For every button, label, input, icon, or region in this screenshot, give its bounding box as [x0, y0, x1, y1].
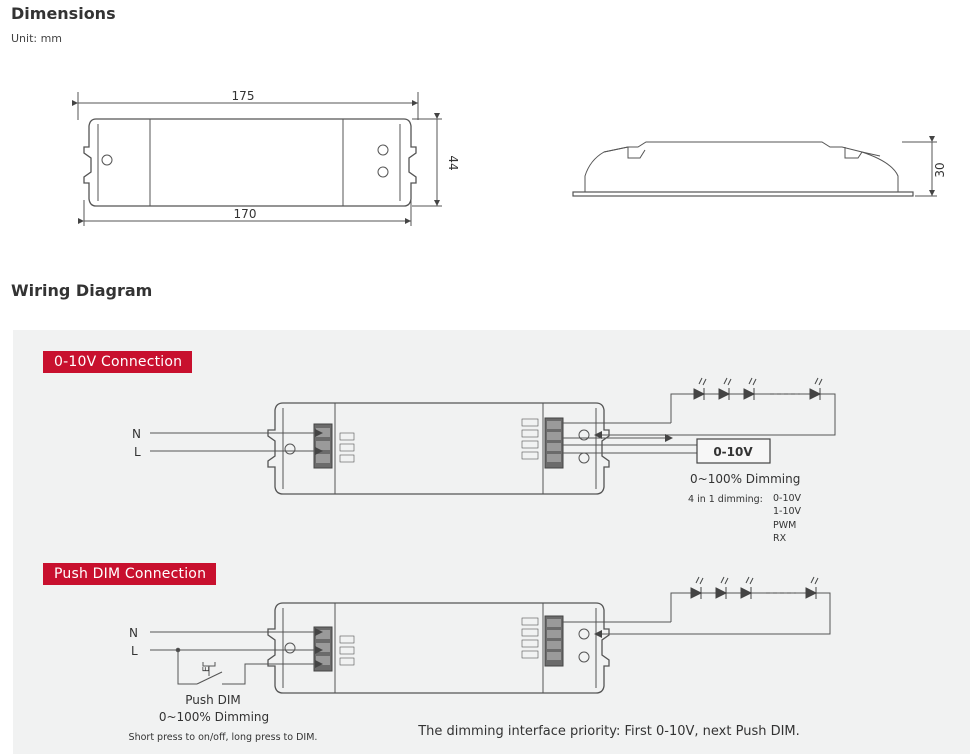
- side-view-drawing: [572, 136, 937, 197]
- priority-note: The dimming interface priority: First 0-…: [417, 724, 800, 739]
- signal-box-label: 0-10V: [713, 445, 753, 459]
- mode-pwm: PWM: [773, 520, 796, 531]
- dim-width: 44: [446, 155, 460, 170]
- led-icon: [743, 377, 757, 400]
- neutral-label-1: N: [132, 427, 141, 441]
- switch-symbol-label: E: [202, 666, 212, 672]
- led-string-1: [693, 377, 823, 400]
- controller-unit-1: [267, 402, 610, 495]
- led-icon: [805, 576, 819, 599]
- mode-0-10v: 0-10V: [773, 493, 802, 504]
- led-string-2: [690, 576, 819, 599]
- unit-label: Unit: mm: [11, 32, 63, 45]
- led-icon: [715, 576, 729, 599]
- neutral-label-2: N: [129, 626, 138, 640]
- wiring-panel: [13, 330, 970, 754]
- wiring-diagram-title: Wiring Diagram: [11, 281, 153, 300]
- badge-push-dim-connection: Push DIM Connection: [43, 563, 217, 585]
- push-dim-label: Push DIM: [185, 693, 240, 707]
- mode-1-10v: 1-10V: [773, 506, 802, 517]
- dim-height: 30: [933, 162, 947, 177]
- led-icon: [740, 576, 754, 599]
- wiring-lines-2: [150, 592, 831, 685]
- led-icon: [809, 377, 823, 400]
- controller-unit-2: [267, 602, 610, 694]
- top-view-drawing: [72, 92, 442, 226]
- wiring-lines-1: [150, 393, 836, 464]
- dimming-range-2: 0~100% Dimming: [159, 710, 269, 724]
- push-dim-note: Short press to on/off, long press to DIM…: [129, 732, 318, 743]
- live-label-2: L: [131, 644, 138, 658]
- four-in-one-label: 4 in 1 dimming:: [688, 494, 763, 505]
- live-label-1: L: [134, 445, 141, 459]
- badge-0-10v-connection: 0-10V Connection: [43, 351, 193, 373]
- led-icon: [693, 377, 707, 400]
- dimensions-title: Dimensions: [11, 4, 116, 23]
- dimming-range-1: 0~100% Dimming: [690, 472, 800, 486]
- dim-length-inner: 170: [234, 207, 257, 221]
- led-icon: [690, 576, 704, 599]
- dim-length-outer: 175: [232, 89, 255, 103]
- mode-rx: RX: [773, 533, 787, 544]
- led-icon: [718, 377, 732, 400]
